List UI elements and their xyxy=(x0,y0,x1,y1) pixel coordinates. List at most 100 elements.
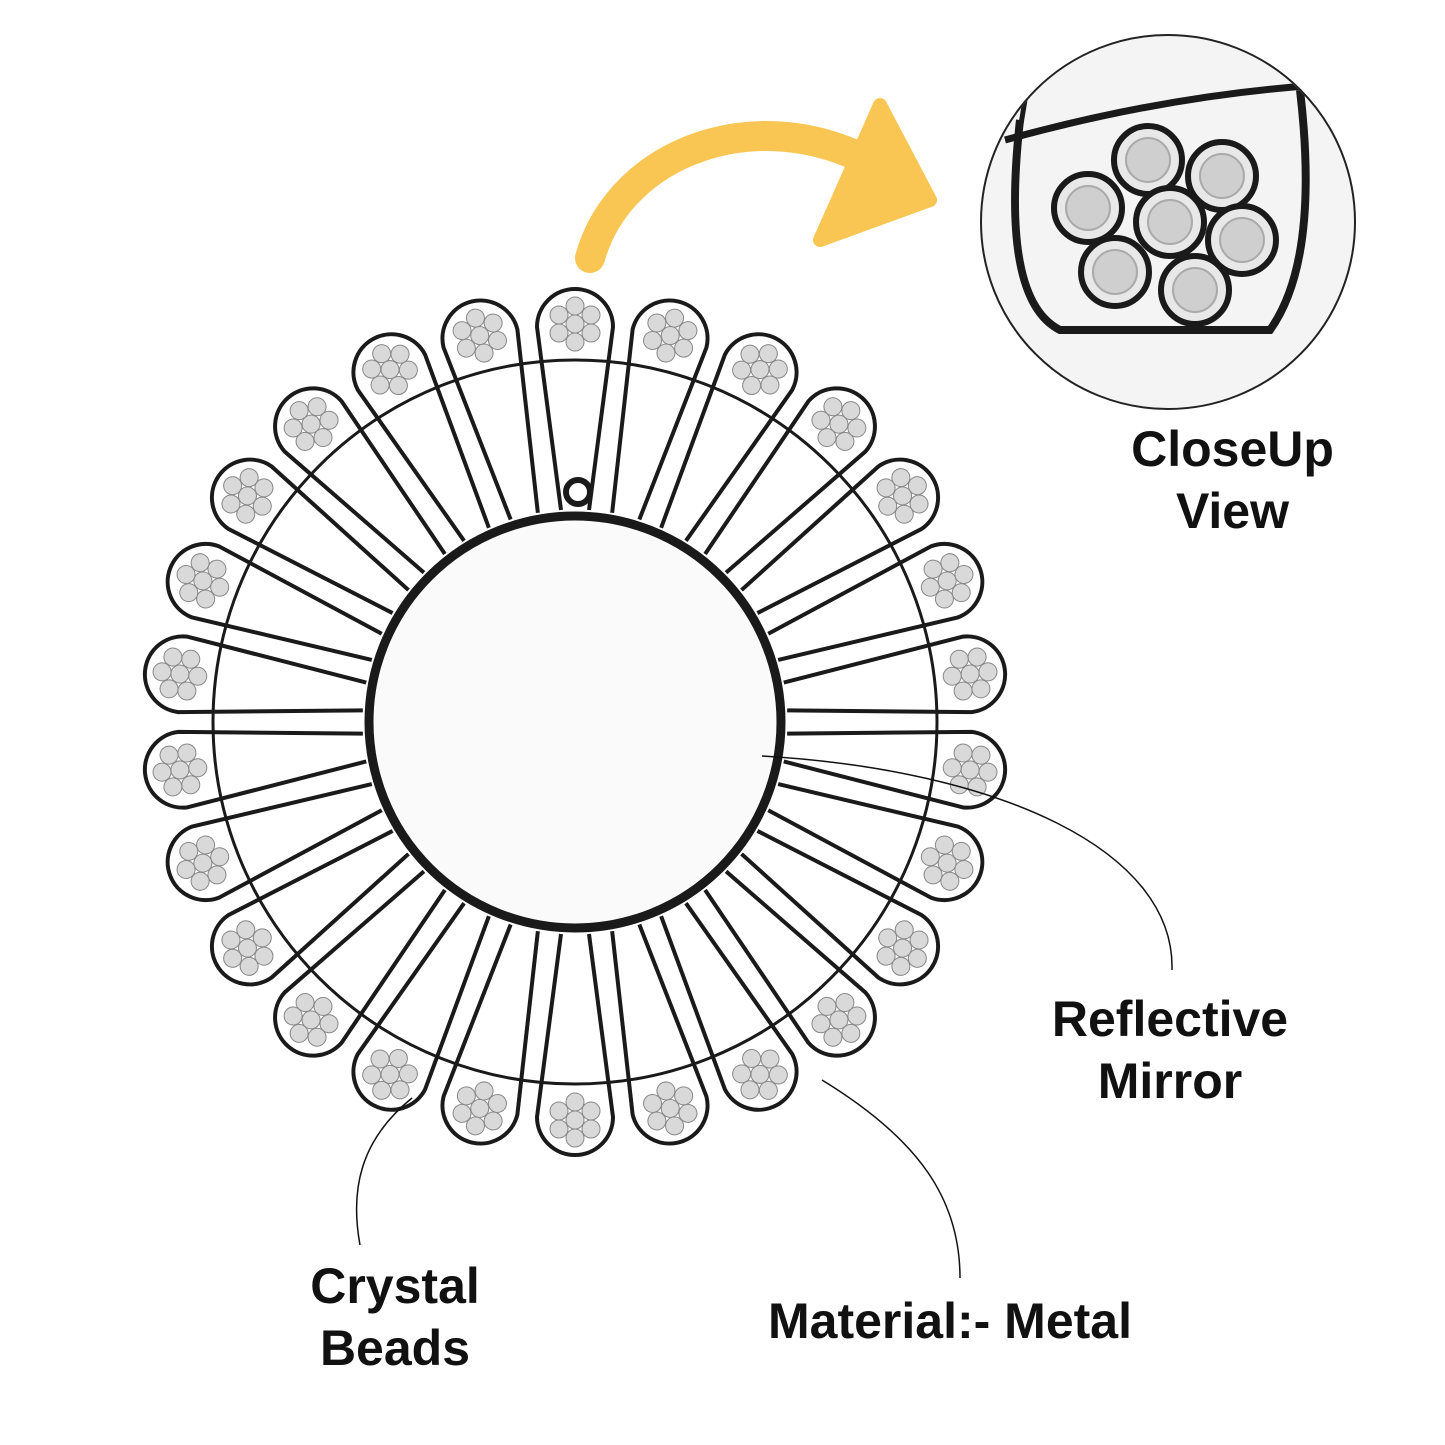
petal xyxy=(440,298,540,521)
crystal-bead xyxy=(388,376,408,396)
crystal-bead xyxy=(239,468,259,488)
crystal-bead xyxy=(971,679,991,699)
crystal-bead xyxy=(768,359,788,379)
outer-ring xyxy=(211,358,939,1086)
crystal-bead xyxy=(362,359,382,379)
closeup-frame-top xyxy=(1004,81,1321,144)
crystal-bead xyxy=(565,1092,585,1112)
crystal-bead xyxy=(565,1110,585,1130)
crystal-bead xyxy=(188,758,208,778)
reflective-mirror-label: Reflective Mirror xyxy=(1020,988,1320,1112)
beads-callout-line xyxy=(355,1097,413,1246)
closeup-label-line2: View xyxy=(1175,483,1290,539)
crystal-bead xyxy=(847,418,867,438)
petal xyxy=(165,782,383,903)
crystal-bead xyxy=(549,323,569,343)
crystal-bead xyxy=(678,1103,698,1123)
crystal-bead xyxy=(967,647,987,667)
crystal-bead xyxy=(581,305,601,325)
callout-lines xyxy=(355,755,1173,1279)
closeup-label-line1: CloseUp xyxy=(1131,421,1334,477)
petal-frame xyxy=(767,541,985,662)
sunburst-mirror xyxy=(142,287,1008,1157)
petal-frame xyxy=(740,457,941,615)
crystal-bead xyxy=(452,321,472,341)
crystal-bead xyxy=(581,1119,601,1139)
crystal-bead xyxy=(483,313,503,333)
petal xyxy=(534,933,616,1157)
crystal-bead xyxy=(221,494,241,514)
petal-frame xyxy=(440,298,540,521)
crystal-bead xyxy=(907,948,927,968)
petal-frame xyxy=(703,386,877,575)
crystal-bead xyxy=(740,1080,760,1100)
crystal-bead xyxy=(362,1065,382,1085)
petal-frame xyxy=(610,923,710,1146)
petal xyxy=(440,923,540,1146)
crystal-bead xyxy=(188,666,208,686)
crystal-bead xyxy=(891,468,911,488)
crystal-bead xyxy=(176,564,196,584)
mirror-label-line2: Mirror xyxy=(1097,1053,1243,1109)
crystal-bead xyxy=(940,871,960,891)
crystal-bead xyxy=(920,847,940,867)
arrow-head-icon xyxy=(813,98,937,247)
crystal-bead xyxy=(581,1101,601,1121)
crystal-bead xyxy=(474,1081,494,1101)
petal-frame xyxy=(783,729,1008,810)
crystal-bead xyxy=(307,397,327,417)
crystal-bead xyxy=(909,494,929,514)
crystal-bead xyxy=(163,777,183,797)
petal xyxy=(659,332,799,542)
crystal-bead xyxy=(223,476,243,496)
crystal-bead xyxy=(474,343,494,363)
crystal-bead xyxy=(758,344,778,364)
petal xyxy=(610,298,710,521)
crystal-bead xyxy=(313,428,333,448)
crystal-bead xyxy=(159,745,179,765)
crystal-bead xyxy=(907,476,927,496)
crystal-bead xyxy=(909,930,929,950)
crystal-bead xyxy=(942,666,962,686)
crystal-bead xyxy=(817,428,837,448)
petal xyxy=(142,634,367,715)
petal-frame xyxy=(610,298,710,521)
crystal-bead xyxy=(549,1119,569,1139)
closeup-crystal xyxy=(1065,185,1111,231)
crystal-bead xyxy=(878,496,898,516)
petal xyxy=(209,829,410,987)
petal xyxy=(767,541,985,662)
crystal-bead xyxy=(678,321,698,341)
crystal-bead xyxy=(656,343,676,363)
crystal-bead xyxy=(665,1116,685,1136)
crystal-bead xyxy=(239,956,259,976)
closeup-crystal xyxy=(1199,153,1245,199)
crystal-bead xyxy=(289,401,309,421)
petal-frame xyxy=(534,287,616,511)
crystal-bead xyxy=(252,496,272,516)
crystal-bead xyxy=(483,1111,503,1131)
crystal-bead xyxy=(742,1048,762,1068)
petal xyxy=(534,287,616,511)
crystal-bead xyxy=(190,553,210,573)
petal xyxy=(351,902,491,1112)
crystal-bead xyxy=(388,1048,408,1068)
crystal-bead xyxy=(847,1006,867,1026)
mirror-label-line1: Reflective xyxy=(1051,991,1289,1047)
crystal-bead xyxy=(565,296,585,316)
petal-frame xyxy=(209,829,410,987)
crystal-bead xyxy=(549,1101,569,1121)
crystal-bead xyxy=(878,928,898,948)
petal-frame xyxy=(142,634,367,715)
closeup-view-label: CloseUp View xyxy=(1100,418,1365,542)
petal-frame xyxy=(273,386,447,575)
crystal-bead xyxy=(954,564,974,584)
petal-frame xyxy=(659,332,799,542)
crystal-bead xyxy=(951,583,971,603)
crystal-bead xyxy=(565,314,585,334)
petal xyxy=(610,923,710,1146)
closeup-crystal xyxy=(1147,199,1193,245)
petal xyxy=(740,829,941,987)
crystal-bead xyxy=(372,1080,392,1100)
